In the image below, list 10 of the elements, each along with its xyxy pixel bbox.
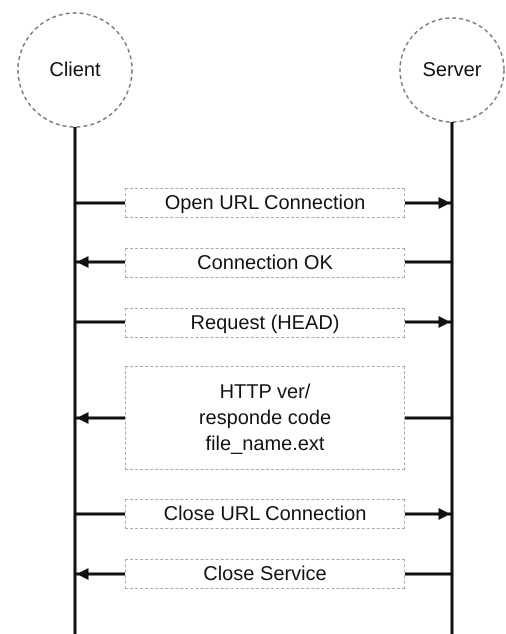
message-label: Request (HEAD) xyxy=(125,308,405,338)
participant-label: Server xyxy=(422,58,482,82)
message-label: Close Service xyxy=(125,559,405,589)
participant-lifeline-drawing xyxy=(399,17,505,634)
message-label: Open URL Connection xyxy=(125,188,405,218)
message-label: Connection OK xyxy=(125,248,405,278)
message-label: HTTP ver/ responde code file_name.ext xyxy=(125,366,405,470)
participant-lifeline-drawing xyxy=(17,12,133,634)
message-label: Close URL Connection xyxy=(125,499,405,529)
participant-label: Client xyxy=(48,58,102,82)
